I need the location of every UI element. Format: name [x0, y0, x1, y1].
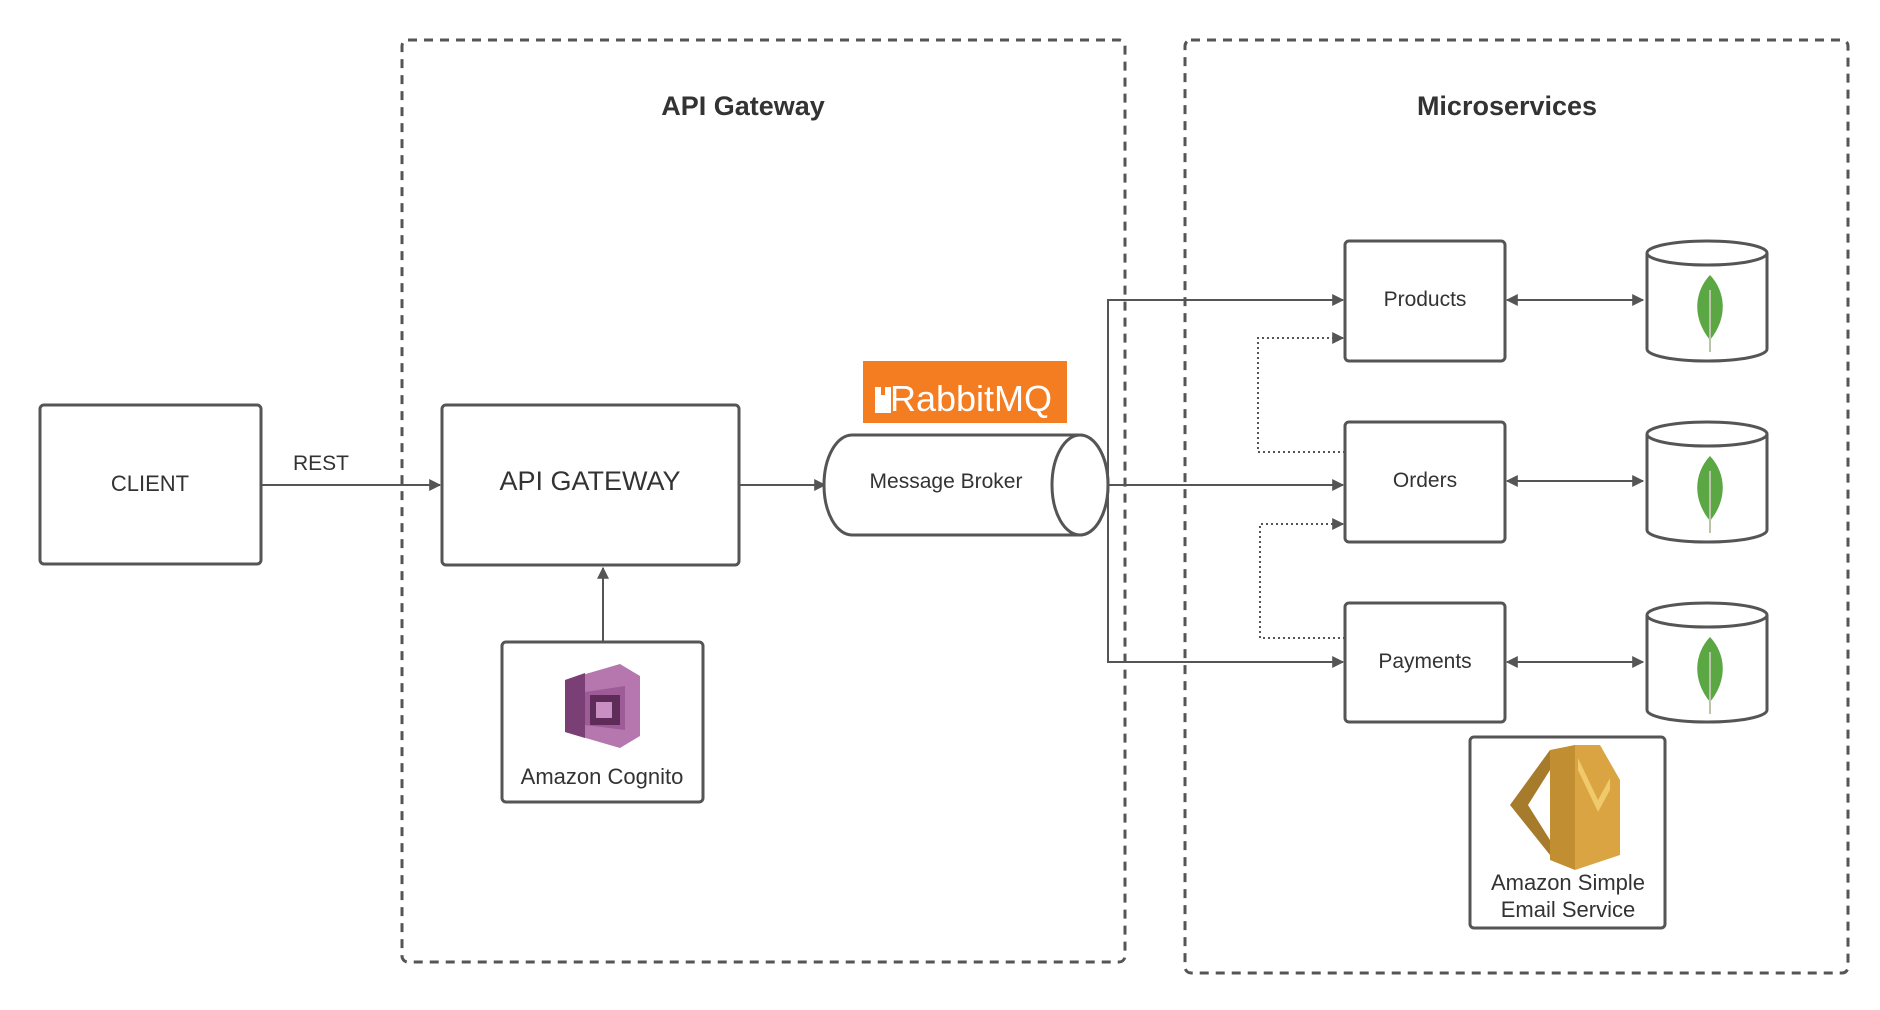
ses-label-line2: Email Service	[1501, 897, 1635, 922]
microservices-group: Microservices	[1183, 38, 1850, 975]
api-gateway-node: API GATEWAY	[440, 403, 741, 567]
client-label: CLIENT	[111, 471, 189, 496]
payments-label: Payments	[1378, 650, 1471, 673]
message-broker-label: Message Broker	[870, 470, 1023, 493]
rabbitmq-logo-text: RabbitMQ	[890, 378, 1052, 419]
payments-node: Payments	[1343, 601, 1507, 724]
mongodb-leaf-icon	[1697, 275, 1723, 352]
amazon-ses-icon	[1510, 745, 1620, 870]
orders-database	[1645, 420, 1769, 544]
api-gateway-label: API GATEWAY	[499, 466, 680, 496]
mongodb-leaf-icon	[1697, 637, 1723, 714]
edge-label-rest: REST	[293, 452, 349, 475]
edge-broker-payments	[1107, 485, 1345, 668]
ses-label-line1: Amazon Simple	[1491, 870, 1645, 895]
orders-node: Orders	[1343, 420, 1507, 544]
payments-database	[1645, 601, 1769, 724]
cognito-label: Amazon Cognito	[521, 764, 684, 789]
edge-orders-products-dotted	[1257, 332, 1345, 453]
message-broker-node: Message Broker	[822, 433, 1110, 537]
orders-label: Orders	[1393, 469, 1457, 492]
products-label: Products	[1384, 288, 1467, 311]
client-node: CLIENT	[38, 403, 263, 566]
edges	[262, 294, 1645, 668]
products-node: Products	[1343, 239, 1507, 363]
api-gateway-group: API Gateway	[400, 38, 1127, 964]
edge-broker-products	[1107, 294, 1345, 485]
amazon-cognito-icon	[565, 664, 640, 748]
microservices-group-title: Microservices	[1417, 91, 1597, 121]
cognito-node: Amazon Cognito	[500, 640, 705, 804]
rabbitmq-logo: RabbitMQ	[863, 361, 1067, 423]
ses-node: Amazon Simple Email Service	[1468, 735, 1667, 930]
mongodb-leaf-icon	[1697, 456, 1723, 533]
edge-payments-orders-dotted	[1259, 518, 1345, 639]
api-gateway-group-title: API Gateway	[661, 91, 825, 121]
products-database	[1645, 239, 1769, 363]
